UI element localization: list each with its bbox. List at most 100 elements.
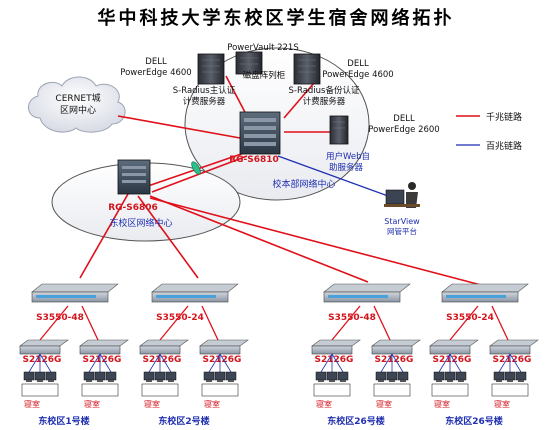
web-self-label-line2: 助服务器 <box>329 162 364 173</box>
radius-main-label-line1: S-Radius主认证 <box>173 85 236 96</box>
server-rack-icon-left <box>197 53 225 85</box>
cernet-label-line1: CERNET城 <box>55 93 100 104</box>
access-switch-label: S2126G <box>493 355 532 365</box>
server-rack-icon-right <box>293 53 321 85</box>
access-switch-label: S2126G <box>315 355 354 365</box>
dell-left-label-line2: PowerEdge 4600 <box>120 68 191 78</box>
legend-fast-label: 百兆链路 <box>486 140 522 152</box>
pc-icon <box>165 371 177 382</box>
web-self-label-line1: 用户Web自 <box>326 151 370 162</box>
core-switch-icon <box>239 111 281 155</box>
access-switch-icon <box>19 339 69 355</box>
access-switch-label: S2126G <box>375 355 414 365</box>
pc-icon <box>493 371 505 382</box>
dell-left-label-line1: DELL <box>145 57 167 67</box>
dorm-room-label: 寝室 <box>376 399 392 409</box>
dell-right-label-line1: DELL <box>347 59 369 69</box>
starview-label-line2: 网管平台 <box>387 226 417 236</box>
pc-icon <box>444 371 456 382</box>
link-module-icon <box>191 161 201 175</box>
access-switch-label: S2126G <box>203 355 242 365</box>
pc-icon <box>504 371 516 382</box>
dorm-room-label: 寝室 <box>204 399 220 409</box>
east-center-label: 东校区网络中心 <box>109 217 172 229</box>
aggregate-switch-label: S3550-24 <box>446 313 494 323</box>
storage-label-line1: PowerVault 221S <box>227 43 298 53</box>
core-center-label: 校本部网络中心 <box>272 178 335 190</box>
server-2600-icon <box>329 115 349 145</box>
pc-icon <box>375 371 387 382</box>
access-switch-label: S2126G <box>23 355 62 365</box>
building-name-label: 东校区26号楼 <box>327 415 385 427</box>
access-switch-label: S2126G <box>433 355 472 365</box>
building-name-label: 东校区2号楼 <box>158 415 209 427</box>
pc-icon <box>433 371 445 382</box>
workstation-user-icon <box>384 182 420 208</box>
aggregate-switch-icon <box>31 283 119 303</box>
east-switch-icon <box>117 159 151 195</box>
pc-icon <box>315 371 327 382</box>
pc-icon <box>23 371 35 382</box>
building-name-label: 东校区1号楼 <box>38 415 89 427</box>
pc-icon <box>83 371 95 382</box>
pc-icon <box>214 371 226 382</box>
dorm-room-label: 寝室 <box>24 399 40 409</box>
pc-icon <box>45 371 57 382</box>
dorm-room-label: 寝室 <box>84 399 100 409</box>
diagram-title: 华中科技大学东校区学生宿舍网络拓扑 <box>98 7 455 29</box>
dorm-room-label: 寝室 <box>316 399 332 409</box>
pc-icon <box>225 371 237 382</box>
aggregate-switch-label: S3550-24 <box>156 313 204 323</box>
access-switch-icon <box>79 339 129 355</box>
pc-icon <box>515 371 527 382</box>
pc-icon <box>94 371 106 382</box>
core-switch-label: RG-S6810 <box>229 155 279 165</box>
aggregate-switch-icon <box>151 283 239 303</box>
radius-main-label-line2: 计费服务器 <box>183 96 226 107</box>
radius-backup-label-line2: 计费服务器 <box>303 96 346 107</box>
aggregate-switch-label: S3550-48 <box>328 313 376 323</box>
dorm-room-label: 寝室 <box>494 399 510 409</box>
access-switch-icon <box>371 339 421 355</box>
aggregate-switch-icon <box>441 283 529 303</box>
access-switch-icon <box>311 339 361 355</box>
storage-array-icon <box>235 51 263 75</box>
legend-gigabit-label: 千兆链路 <box>486 111 522 123</box>
pc-icon <box>203 371 215 382</box>
access-switch-icon <box>139 339 189 355</box>
gigabit-links <box>79 75 501 291</box>
cernet-label-line2: 区网中心 <box>60 104 96 116</box>
radius-backup-label-line1: S-Radius备份认证 <box>289 85 360 96</box>
pc-icon <box>455 371 467 382</box>
pc-icon <box>397 371 409 382</box>
starview-label-line1: StarView <box>384 217 420 226</box>
pc-icon <box>143 371 155 382</box>
dell-2600-label-line1: DELL <box>393 114 415 124</box>
access-switch-label: S2126G <box>83 355 122 365</box>
access-switch-icon <box>199 339 249 355</box>
dorm-room-label: 寝室 <box>434 399 450 409</box>
pc-icon <box>326 371 338 382</box>
pc-icon <box>34 371 46 382</box>
access-switch-icon <box>429 339 479 355</box>
pc-icon <box>337 371 349 382</box>
access-switch-icon <box>489 339 539 355</box>
cernet-cloud-icon <box>28 76 126 133</box>
east-switch-label: RG-S6806 <box>108 203 158 213</box>
dorm-room-label: 寝室 <box>144 399 160 409</box>
storage-label-line2: 磁盘阵列柜 <box>243 70 286 81</box>
pc-icon <box>386 371 398 382</box>
access-switch-label: S2126G <box>143 355 182 365</box>
aggregate-switch-label: S3550-48 <box>36 313 84 323</box>
aggregate-switch-icon <box>323 283 411 303</box>
dell-2600-label-line2: PowerEdge 2600 <box>368 125 439 135</box>
pc-icon <box>154 371 166 382</box>
dell-right-label-line2: PowerEdge 4600 <box>322 70 393 80</box>
